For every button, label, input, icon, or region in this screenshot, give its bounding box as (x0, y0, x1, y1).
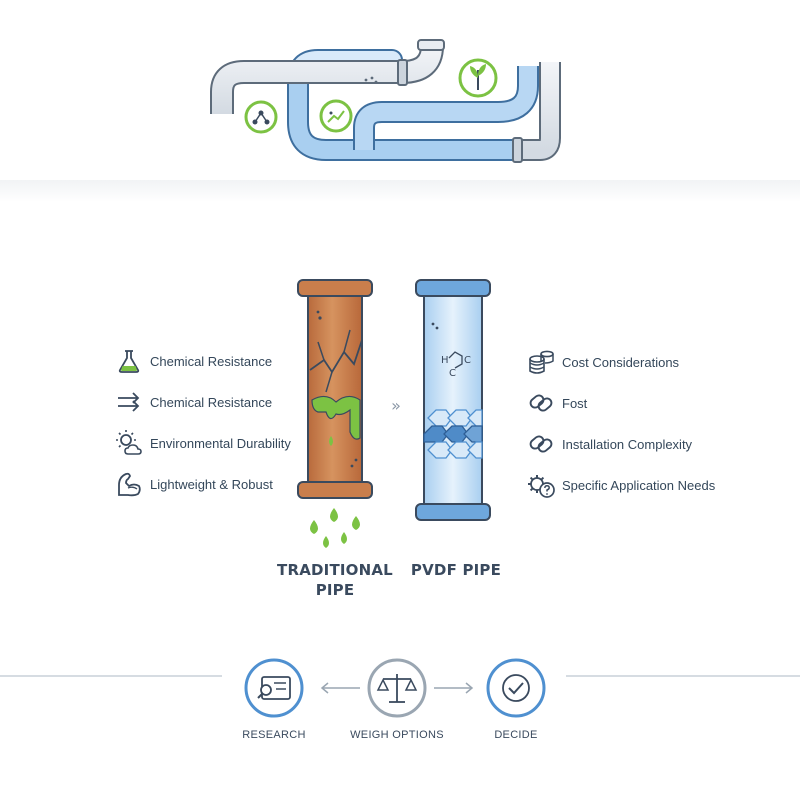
research-step-icon (244, 658, 304, 718)
left-feature-label: Lightweight & Robust (150, 476, 273, 492)
traditional-pipe (297, 279, 373, 548)
pvdf-pipe-title: PVDF PIPE (410, 561, 502, 579)
chain-link-icon (529, 435, 553, 453)
arrows-icon (118, 392, 140, 412)
pipe-network-illustration (210, 39, 561, 163)
chain-link-icon (529, 394, 553, 412)
left-feature-1: Chemical Resistance (114, 346, 272, 376)
right-feature-2: Fost (526, 388, 587, 418)
right-feature-label: Installation Complexity (562, 436, 693, 452)
molecule-badge-icon (244, 100, 278, 134)
decide-step-label: DECIDE (494, 729, 538, 741)
right-feature-1: Cost Considerations (526, 347, 679, 377)
gray-pipe (210, 39, 561, 163)
right-feature-label: Cost Considerations (562, 354, 680, 370)
molecule-formula: H C C (441, 351, 471, 379)
traditional-title-line2: PIPE (315, 581, 355, 599)
right-feature-4: Specific Application Needs (526, 470, 715, 500)
left-feature-3: Environmental Durability (114, 428, 291, 458)
plant-badge-icon (458, 58, 498, 98)
growth-badge-icon (319, 99, 353, 133)
traditional-pipe-title: TRADITIONAL PIPE (262, 560, 408, 600)
traditional-title-line1: TRADITIONAL (277, 561, 393, 579)
right-feature-3: Installation Complexity (526, 429, 692, 459)
research-step-label: RESEARCH (242, 729, 306, 741)
arrow-left-icon (320, 682, 360, 694)
flexed-arm-icon (118, 472, 141, 497)
flask-icon (118, 350, 140, 373)
left-feature-label: Environmental Durability (150, 435, 291, 451)
sun-cloud-icon (116, 430, 142, 455)
left-feature-label: Chemical Resistance (150, 394, 273, 410)
pvdf-pipe: H C C (415, 279, 491, 521)
band-shadow (0, 180, 800, 202)
left-feature-label: Chemical Resistance (150, 353, 273, 369)
coins-icon (529, 350, 554, 374)
decide-step-icon (486, 658, 546, 718)
weigh-options-step-icon (367, 658, 427, 718)
arrow-right-icon (434, 682, 474, 694)
formula-h: H (441, 355, 449, 366)
right-feature-label: Fost (562, 395, 588, 411)
formula-c-bottom: C (449, 368, 456, 379)
right-feature-label: Specific Application Needs (562, 477, 716, 493)
left-feature-4: Lightweight & Robust (114, 469, 273, 499)
hexagon-structure (423, 409, 483, 459)
weigh-options-step-label: WEIGH OPTIONS (350, 729, 444, 741)
compare-arrows-icon: » (391, 396, 401, 415)
gear-question-icon (528, 475, 555, 498)
left-feature-2: Chemical Resistance (114, 387, 272, 417)
formula-c-right: C (464, 355, 471, 366)
